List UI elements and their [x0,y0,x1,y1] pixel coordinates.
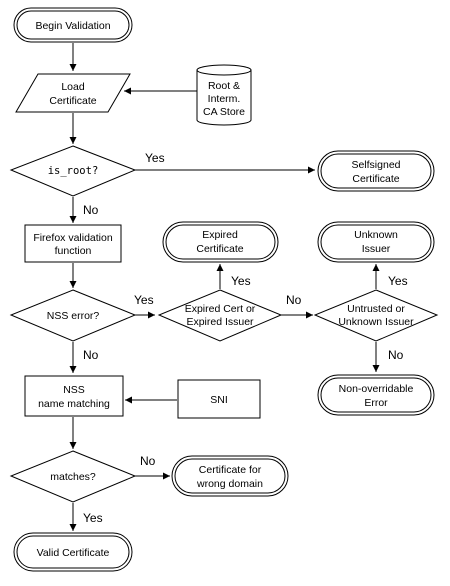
node-load-certificate: Load Certificate [15,73,131,113]
node-sni: SNI [177,379,261,419]
node-load-label-line1: Load [61,81,85,93]
node-valid-label: Valid Certificate [37,547,110,559]
edge-label-untrusted-no: No [388,348,404,362]
node-untrusted-line1: Untrusted or [347,303,405,315]
node-unknown-issuer: Unknown Issuer [317,221,435,263]
edges [69,43,380,531]
edge-label-nss-error-no: No [83,348,99,362]
node-matches-decision: matches? [9,450,137,503]
edge-label-matches-no: No [140,454,156,468]
edge-label-is-root-no: No [83,203,99,217]
node-firefox-validation: Firefox validation function [24,224,122,263]
edge-labels: Yes No Yes No Yes No Yes No No Yes [83,151,408,525]
node-selfsigned-certificate: Selfsigned Certificate [317,150,435,192]
edge-label-untrusted-yes: Yes [388,274,408,288]
node-wrong-domain-line2: wrong domain [196,478,263,490]
node-ca-store-line2: Interm. [208,93,241,105]
node-matches-label: matches? [50,471,96,483]
node-ca-store: Root & Interm. CA Store [196,64,252,126]
node-expired-line1: Expired [202,229,238,241]
node-expired-decision: Expired Cert or Expired Issuer [157,289,283,342]
node-non-override-line1: Non-overridable [339,383,414,395]
node-selfsigned-line1: Selfsigned [351,159,400,171]
node-expired-q-line2: Expired Issuer [186,316,254,328]
node-nss-match-line2: name matching [38,398,110,410]
node-non-override-line2: Error [364,397,388,409]
node-sni-label: SNI [210,394,228,406]
node-is-root-decision: is_root? [9,145,137,197]
edge-label-matches-yes: Yes [83,511,103,525]
node-nss-error-decision: NSS error? [9,289,137,342]
node-expired-line2: Certificate [196,243,243,255]
node-wrong-domain: Certificate for wrong domain [171,455,289,497]
edge-label-is-root-yes: Yes [145,151,165,165]
node-ca-store-line1: Root & [208,80,240,92]
node-untrusted-line2: Unknown Issuer [338,316,414,328]
node-non-overridable-error: Non-overridable Error [317,374,435,416]
node-nss-error-label: NSS error? [47,310,100,322]
node-unknown-line1: Unknown [354,229,398,241]
node-valid-certificate: Valid Certificate [13,532,133,572]
edge-label-expired-yes: Yes [231,274,251,288]
node-is-root-label: is_root? [48,165,99,177]
node-expired-certificate: Expired Certificate [162,221,279,263]
node-expired-q-line1: Expired Cert or [185,303,256,315]
node-ca-store-line3: CA Store [203,106,245,118]
edge-label-nss-error-yes: Yes [134,293,154,307]
node-load-label-line2: Certificate [49,95,96,107]
node-firefox-line2: function [55,245,92,257]
node-begin-label: Begin Validation [35,20,110,32]
node-nss-match-line1: NSS [63,384,85,396]
node-wrong-domain-line1: Certificate for [199,464,262,476]
node-untrusted-decision: Untrusted or Unknown Issuer [313,289,439,342]
edge-label-expired-no: No [286,293,302,307]
node-begin-validation: Begin Validation [13,7,133,43]
node-unknown-line2: Issuer [362,243,391,255]
node-selfsigned-line2: Certificate [352,173,399,185]
node-firefox-line1: Firefox validation [33,232,113,244]
node-nss-name-matching: NSS name matching [24,375,124,417]
